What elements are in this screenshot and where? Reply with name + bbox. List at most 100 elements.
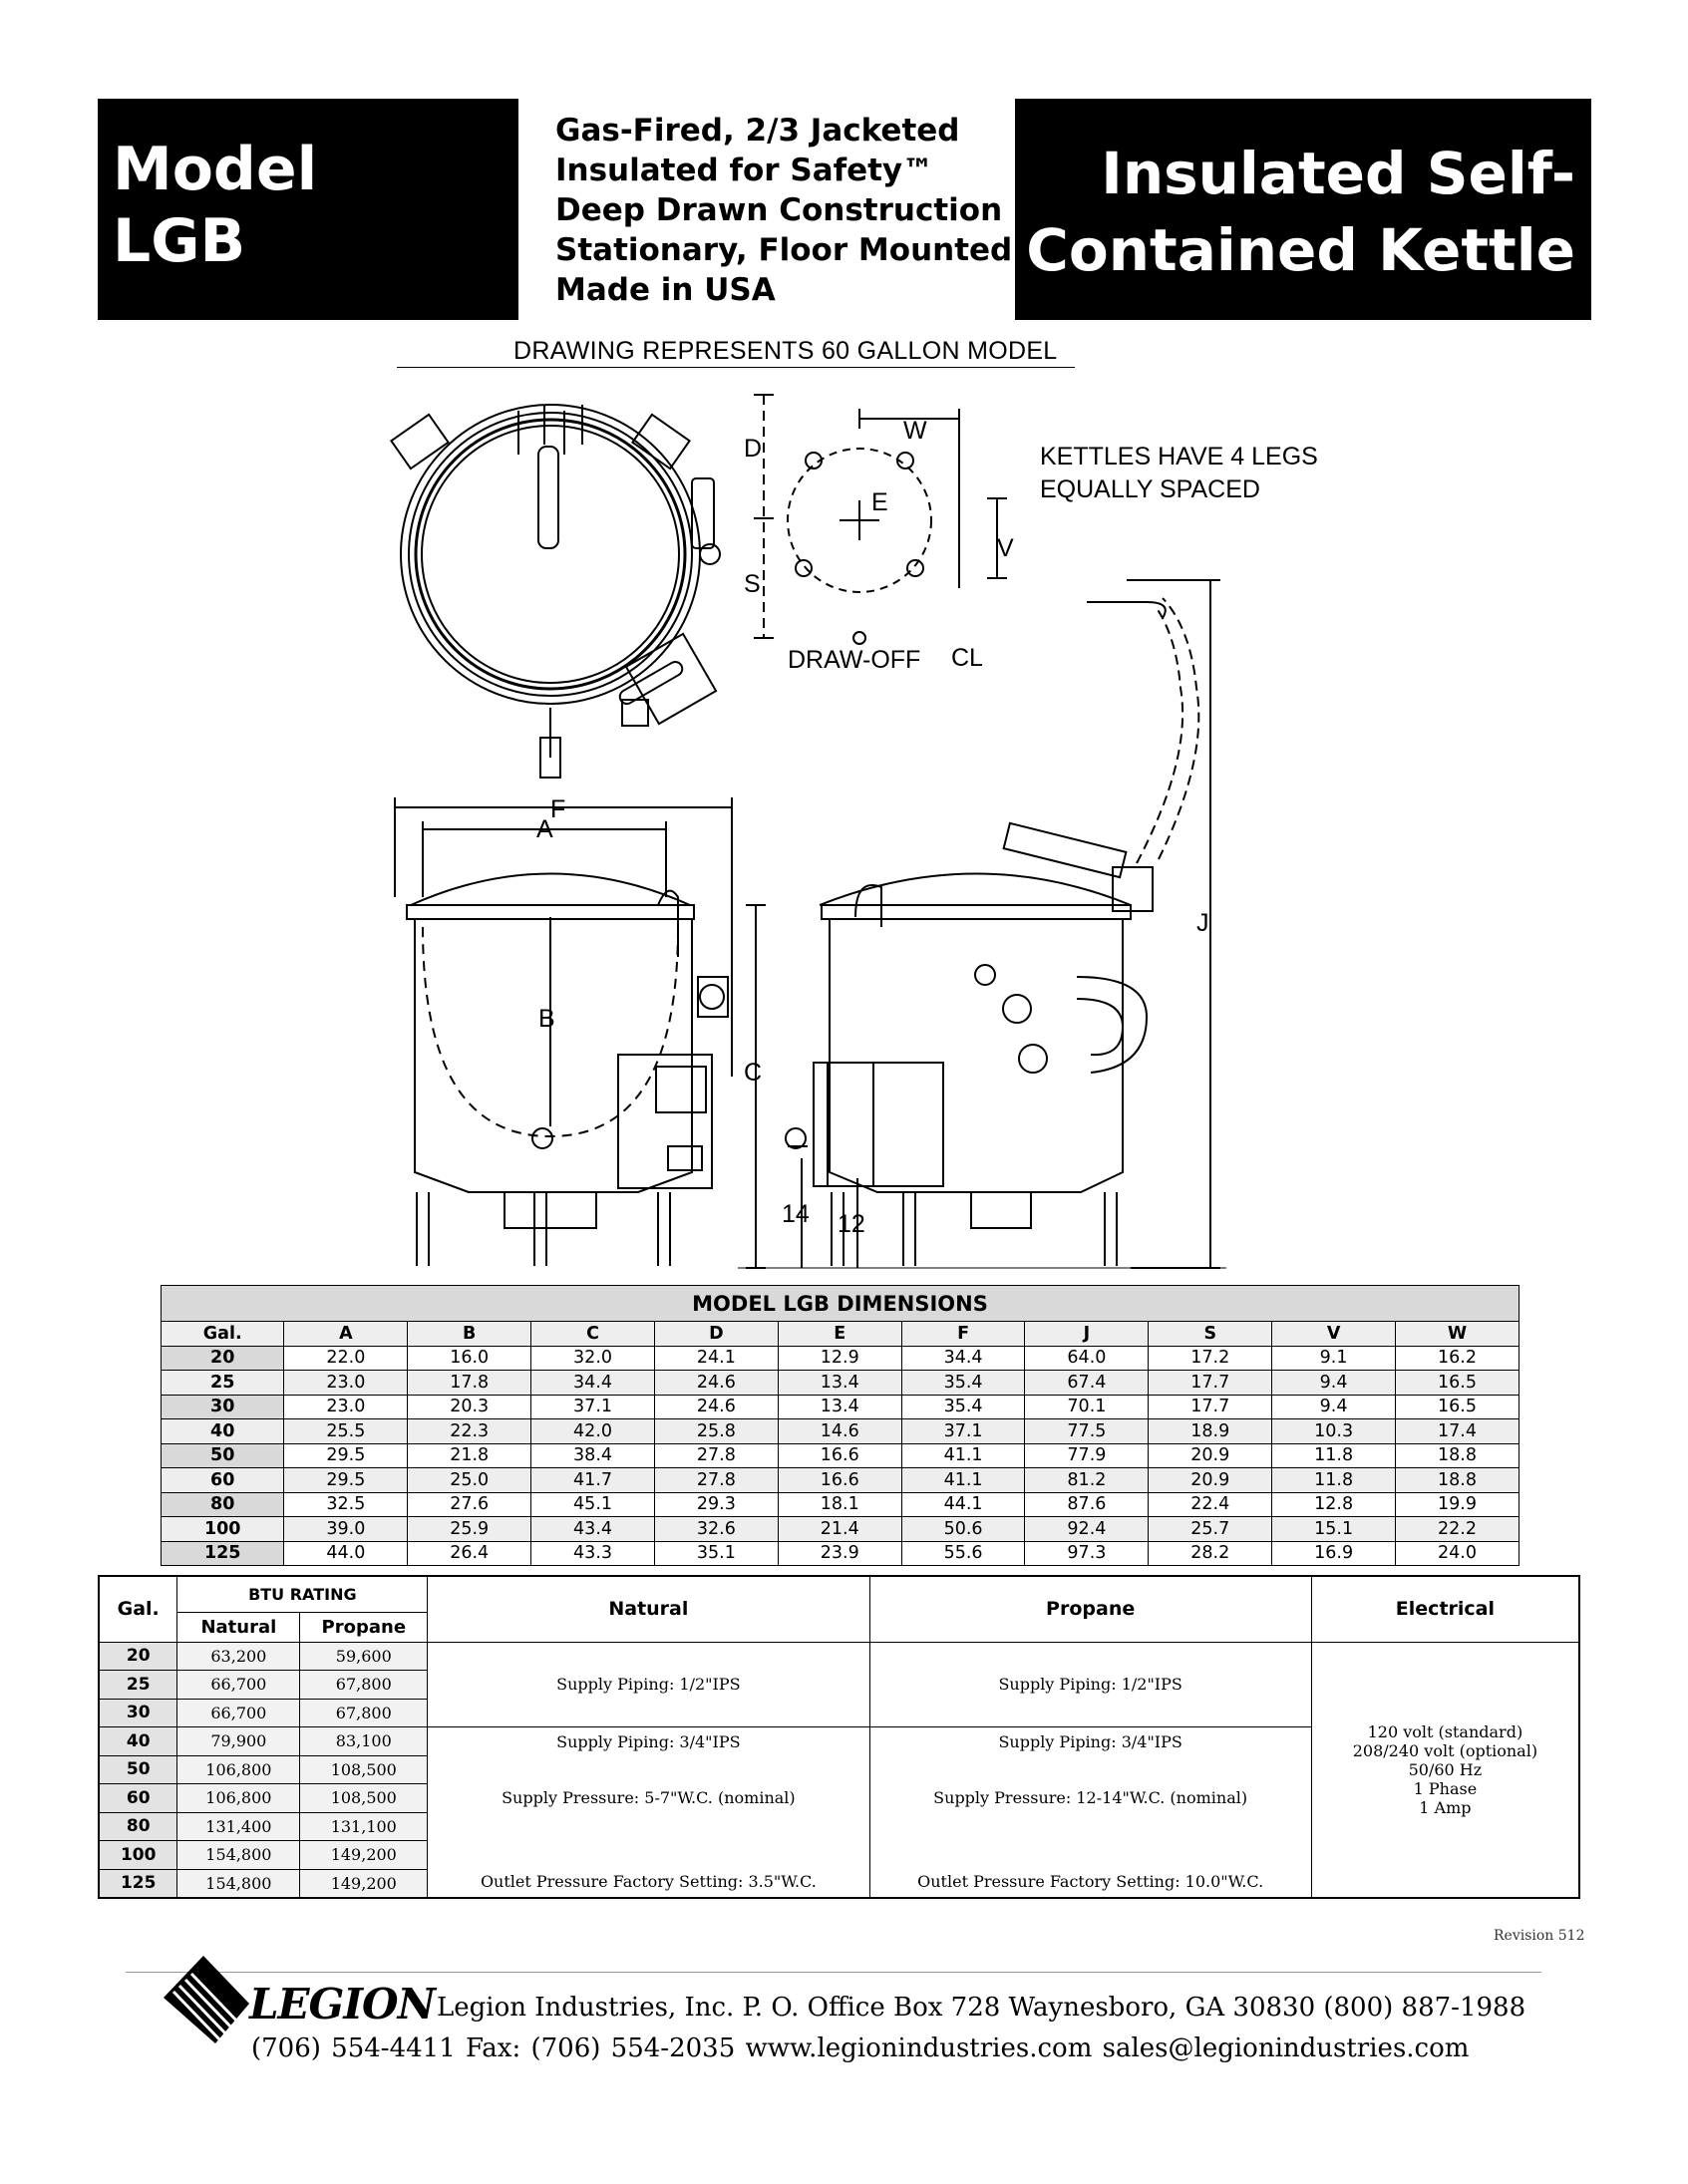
dimensions-value-cell: 27.8 <box>653 1442 779 1468</box>
dimensions-value-cell: 29.5 <box>283 1442 409 1468</box>
dimensions-value-cell: 39.0 <box>283 1516 409 1542</box>
dimensions-value-cell: 11.8 <box>1271 1467 1397 1493</box>
dimensions-value-cell: 13.4 <box>777 1370 902 1396</box>
dimensions-value-cell: 17.2 <box>1148 1345 1273 1371</box>
dimensions-gal-cell: 100 <box>160 1516 285 1542</box>
dimensions-value-cell: 27.8 <box>653 1467 779 1493</box>
feature-item: Insulated for Safety™ <box>555 153 934 188</box>
dimensions-gal-cell: 125 <box>160 1540 285 1566</box>
btu-natural: 131,400 <box>176 1811 301 1841</box>
dimensions-value-cell: 16.2 <box>1395 1345 1519 1371</box>
dimensions-value-cell: 20.9 <box>1148 1442 1273 1468</box>
dimensions-value-cell: 24.0 <box>1395 1540 1519 1566</box>
btu-natural: 66,700 <box>176 1670 301 1700</box>
dim-label-a: A <box>536 815 553 843</box>
dimensions-value-cell: 42.0 <box>530 1418 655 1444</box>
dimensions-column-header: A <box>283 1321 409 1347</box>
dimensions-column-header: B <box>407 1321 532 1347</box>
model-label: Model <box>113 135 318 204</box>
btu-gal: 25 <box>98 1670 178 1700</box>
dimensions-gal-cell: 40 <box>160 1418 285 1444</box>
dimensions-value-cell: 24.6 <box>653 1394 779 1419</box>
product-title-box: Insulated Self- Contained Kettle <box>1015 99 1591 320</box>
dimensions-value-cell: 17.7 <box>1148 1394 1273 1419</box>
dimensions-value-cell: 10.3 <box>1271 1418 1397 1444</box>
btu-propane: 83,100 <box>299 1726 429 1756</box>
btu-natural: 154,800 <box>176 1840 301 1870</box>
dimensions-value-cell: 23.0 <box>283 1394 409 1419</box>
dim-label-j: J <box>1196 909 1209 937</box>
dimensions-table-title: MODEL LGB DIMENSIONS <box>161 1285 1519 1322</box>
caption-rule <box>397 367 1075 368</box>
dimensions-value-cell: 32.0 <box>530 1345 655 1371</box>
dim-label-12: 12 <box>838 1210 865 1238</box>
dim-label-b: B <box>538 1005 555 1033</box>
dimensions-column-header: D <box>653 1321 779 1347</box>
feature-item: Gas-Fired, 2/3 Jacketed <box>555 113 960 149</box>
dimensions-value-cell: 67.4 <box>1024 1370 1150 1396</box>
btu-propane: 149,200 <box>299 1868 429 1899</box>
btu-gal-header: Gal. <box>98 1575 178 1643</box>
dimensions-value-cell: 15.1 <box>1271 1516 1397 1542</box>
dimensions-value-cell: 18.8 <box>1395 1467 1519 1493</box>
dimensions-column-header: F <box>900 1321 1026 1347</box>
dimensions-column-header: W <box>1395 1321 1519 1347</box>
dimensions-value-cell: 9.1 <box>1271 1345 1397 1371</box>
legs-note-line2: EQUALLY SPACED <box>1040 475 1260 503</box>
dimensions-value-cell: 45.1 <box>530 1491 655 1517</box>
product-title-line1: Insulated Self- <box>1101 140 1575 207</box>
dimensions-value-cell: 18.9 <box>1148 1418 1273 1444</box>
dimensions-value-cell: 34.4 <box>530 1370 655 1396</box>
btu-propane: 108,500 <box>299 1754 429 1784</box>
dimensions-value-cell: 16.0 <box>407 1345 532 1371</box>
drawing-caption: DRAWING REPRESENTS 60 GALLON MODEL <box>513 337 1058 365</box>
dimensions-value-cell: 22.3 <box>407 1418 532 1444</box>
dim-label-d: D <box>744 435 762 463</box>
revision-label: Revision 512 <box>1494 1928 1585 1944</box>
product-title-line2: Contained Kettle <box>1026 216 1575 284</box>
dimensions-value-cell: 16.6 <box>777 1442 902 1468</box>
dimensions-value-cell: 17.8 <box>407 1370 532 1396</box>
dimensions-value-cell: 13.4 <box>777 1394 902 1419</box>
dimensions-value-cell: 77.5 <box>1024 1418 1150 1444</box>
technical-drawing: D S W E V DRAW-OFF CL F A B C J 14 12 <box>390 394 1226 1269</box>
dimensions-value-cell: 23.0 <box>283 1370 409 1396</box>
btu-rating-header: BTU RATING <box>176 1575 429 1613</box>
dimensions-value-cell: 24.1 <box>653 1345 779 1371</box>
dimensions-value-cell: 16.9 <box>1271 1540 1397 1566</box>
legion-logo-icon <box>164 1956 249 2043</box>
dimensions-value-cell: 18.8 <box>1395 1442 1519 1468</box>
dimensions-value-cell: 25.5 <box>283 1418 409 1444</box>
dimensions-value-cell: 11.8 <box>1271 1442 1397 1468</box>
dimensions-value-cell: 87.6 <box>1024 1491 1150 1517</box>
electrical-line: 120 volt (standard) <box>1367 1721 1523 1741</box>
btu-gal: 125 <box>98 1868 178 1899</box>
dimensions-value-cell: 21.8 <box>407 1442 532 1468</box>
dimensions-column-header: Gal. <box>160 1321 285 1347</box>
dimensions-value-cell: 37.1 <box>900 1418 1026 1444</box>
dimensions-gal-cell: 25 <box>160 1370 285 1396</box>
dimensions-value-cell: 20.3 <box>407 1394 532 1419</box>
electrical-header: Electrical <box>1310 1575 1580 1643</box>
btu-gal: 40 <box>98 1726 178 1756</box>
btu-natural: 106,800 <box>176 1783 301 1813</box>
dimensions-value-cell: 21.4 <box>777 1516 902 1542</box>
natural-outlet-pressure: Outlet Pressure Factory Setting: 3.5"W.C… <box>427 1840 870 1899</box>
dimensions-value-cell: 43.4 <box>530 1516 655 1542</box>
btu-gal: 100 <box>98 1840 178 1870</box>
dimensions-value-cell: 41.1 <box>900 1442 1026 1468</box>
electrical-line: 208/240 volt (optional) <box>1352 1740 1538 1760</box>
btu-propane: 108,500 <box>299 1783 429 1813</box>
dim-label-f: F <box>550 795 565 823</box>
dimensions-column-header: V <box>1271 1321 1397 1347</box>
dimensions-value-cell: 35.4 <box>900 1370 1026 1396</box>
features-list: Gas-Fired, 2/3 Jacketed Insulated for Sa… <box>555 111 1014 310</box>
btu-natural: 106,800 <box>176 1754 301 1784</box>
dim-label-e: E <box>871 488 888 516</box>
dimensions-gal-cell: 60 <box>160 1467 285 1493</box>
dimensions-column-header: J <box>1024 1321 1150 1347</box>
dimensions-value-cell: 12.9 <box>777 1345 902 1371</box>
